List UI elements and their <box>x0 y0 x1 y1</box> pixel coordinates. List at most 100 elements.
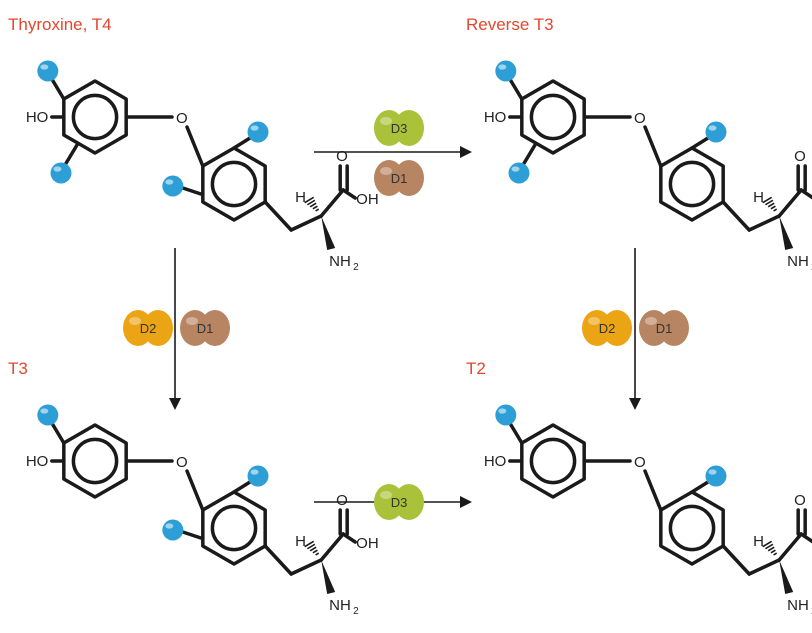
side-chain-bond <box>747 214 781 232</box>
iodine-bond <box>232 136 252 150</box>
amine-wedge <box>321 560 336 594</box>
enzyme-lobe <box>394 160 424 196</box>
iodine-inner-top <box>705 121 727 143</box>
arrow-t4-to-t3 <box>169 248 181 410</box>
iodine-inner-bottom <box>162 175 184 197</box>
wedge-dash <box>309 202 317 208</box>
amine-label: NH <box>787 597 809 614</box>
iodine-bond <box>232 480 252 494</box>
enzyme-highlight <box>588 317 600 325</box>
arrow-head <box>460 146 472 158</box>
ring-aromatic-circle <box>529 93 577 141</box>
side-chain-bond <box>721 544 751 576</box>
enzyme-d2: D2 <box>582 310 632 346</box>
wedge-dash <box>315 208 320 212</box>
wedge-dash <box>770 549 776 554</box>
molecule-t2: T2OHOOOHHNH2 <box>466 359 812 617</box>
enzyme-label: D1 <box>656 321 673 336</box>
enzyme-label: D2 <box>140 321 157 336</box>
iodine-highlight <box>40 64 49 70</box>
acid-bond <box>341 532 357 544</box>
wedge-dash <box>765 199 774 206</box>
carbonyl-oxygen: O <box>336 148 348 165</box>
iodine-inner-top <box>247 465 269 487</box>
hydrogen-wedge <box>304 196 320 212</box>
side-chain-bond <box>289 214 323 232</box>
iodine-bond <box>50 77 66 101</box>
ether-bond-right <box>643 469 663 512</box>
amine-wedge <box>779 560 794 594</box>
enzyme-d3: D3 <box>374 110 424 146</box>
outer-ring <box>520 79 586 155</box>
carbonyl-oxygen: O <box>794 492 806 509</box>
wedge-dash <box>773 208 778 212</box>
enzyme-highlight <box>129 317 141 325</box>
wedge-dash <box>312 205 318 210</box>
enzyme-label: D3 <box>391 121 408 136</box>
carbonyl-oxygen: O <box>336 492 348 509</box>
iodine-highlight <box>511 166 520 172</box>
enzyme-d2: D2 <box>123 310 173 346</box>
enzyme-highlight <box>380 491 392 499</box>
iodine-bond <box>181 530 203 540</box>
hydrogen-wedge <box>304 540 320 556</box>
iodine-sphere <box>247 465 269 487</box>
inner-ring <box>201 490 267 566</box>
iodine-highlight <box>165 523 174 529</box>
wedge-dash <box>304 196 315 204</box>
enzyme-d3: D3 <box>374 484 424 520</box>
iodine-sphere <box>162 175 184 197</box>
ether-bond-right <box>185 125 205 168</box>
iodine-inner-top <box>705 465 727 487</box>
enzyme-highlight <box>645 317 657 325</box>
molecule-title: Reverse T3 <box>466 15 554 34</box>
iodine-sphere <box>37 404 59 426</box>
carboxyl-bond <box>777 188 803 218</box>
wedge-dash <box>762 196 773 204</box>
iodine-sphere <box>495 60 517 82</box>
inner-ring <box>201 146 267 222</box>
ring-aromatic-circle <box>210 160 258 208</box>
ring-aromatic-circle <box>529 437 577 485</box>
carbonyl-oxygen: O <box>794 148 806 165</box>
iodine-highlight <box>498 64 507 70</box>
amine-subscript: 2 <box>353 262 359 273</box>
hydrogen-wedge <box>762 540 778 556</box>
arrow-head <box>169 398 181 410</box>
ring-aromatic-circle <box>210 504 258 552</box>
ether-bond-right <box>643 125 663 168</box>
enzyme-highlight <box>380 167 392 175</box>
side-chain-bond <box>721 200 751 232</box>
enzyme-label: D2 <box>599 321 616 336</box>
enzyme-label: D1 <box>391 171 408 186</box>
wedge-dash <box>767 202 775 208</box>
iodine-bond <box>63 143 79 167</box>
iodine-sphere <box>162 519 184 541</box>
acid-bond <box>799 188 812 200</box>
ether-oxygen: O <box>634 110 646 127</box>
hydrogen-label: H <box>295 189 306 206</box>
iodine-sphere <box>705 121 727 143</box>
acid-label: OH <box>356 191 379 208</box>
arrow-t4-to-rt3 <box>314 146 472 158</box>
outer-ring <box>520 423 586 499</box>
hydrogen-label: H <box>753 189 764 206</box>
side-chain-bond <box>263 200 293 232</box>
molecule-title: T3 <box>8 359 28 378</box>
ether-oxygen: O <box>634 454 646 471</box>
iodine-bond <box>521 143 537 167</box>
molecule-title: T2 <box>466 359 486 378</box>
inner-ring <box>659 146 725 222</box>
iodine-sphere <box>247 121 269 143</box>
wedge-dash <box>307 543 316 550</box>
enzyme-label: D1 <box>197 321 214 336</box>
enzyme-lobe <box>602 310 632 346</box>
iodine-highlight <box>53 166 62 172</box>
iodine-bond <box>181 186 203 196</box>
iodine-highlight <box>250 125 259 131</box>
ether-bond-right <box>185 469 205 512</box>
wedge-dash <box>307 199 316 206</box>
iodine-outer-top <box>495 404 517 426</box>
ether-oxygen: O <box>176 454 188 471</box>
